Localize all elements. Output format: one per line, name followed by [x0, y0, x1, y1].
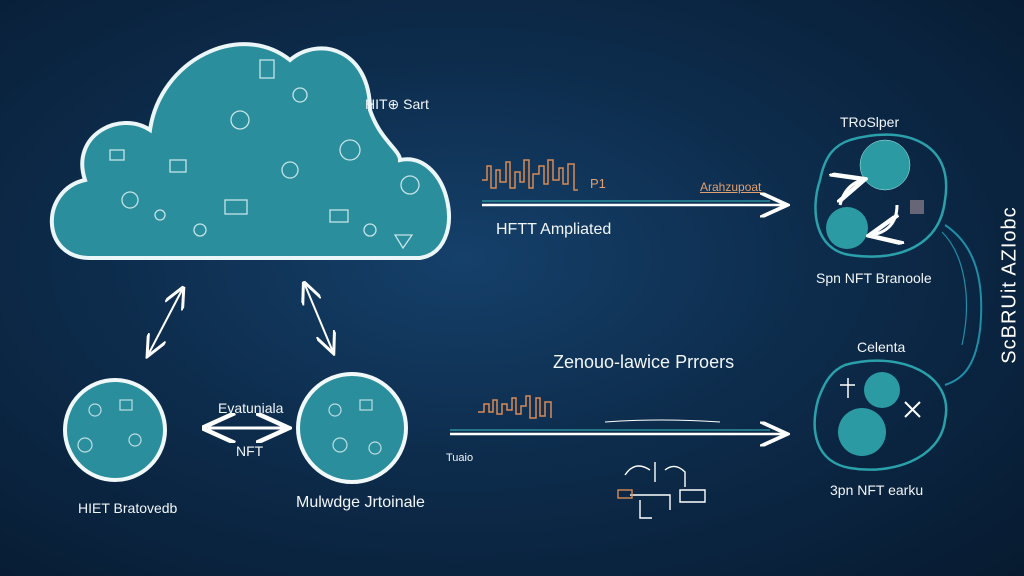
right-top-sphere-1 [859, 139, 911, 191]
exchange-label-bottom: NFT [236, 443, 264, 459]
top-flow-upper-label: Arahzupoat [700, 180, 762, 194]
connector-curve-2 [941, 231, 967, 346]
exchange-label-top: Evatuniala [218, 400, 284, 416]
middle-node-label: Mulwdge Jrtoinale [296, 494, 425, 511]
cross-icon [904, 401, 921, 418]
right-bottom-caption: 3pn NFT earku [830, 482, 924, 498]
right-bottom-sphere-2 [838, 408, 886, 456]
process-sketch-icon [617, 462, 706, 519]
cycle-arrow-2 [872, 204, 897, 235]
top-flow-p-label: P1 [590, 176, 606, 191]
bottom-signal-wave [478, 395, 552, 419]
arrow-cloud-left [148, 290, 182, 355]
left-node-label: HIET Bratovedb [78, 500, 178, 516]
node-icons [77, 399, 382, 455]
middle-node-circle [296, 372, 408, 484]
right-bottom-blob [813, 359, 948, 471]
side-vertical-label: ScBRUit AZIobc [998, 206, 1021, 364]
top-signal-wave [482, 159, 578, 191]
cloud-label: HIT⊕ Sart [365, 96, 429, 112]
bottom-flow-title: Zenouo-lawice Prroers [553, 352, 735, 372]
bottom-dots-line [604, 419, 721, 423]
bottom-flow-label: Tuaio [446, 452, 474, 464]
cycle-arrow-1 [840, 180, 862, 206]
left-node-circle [63, 378, 167, 482]
chip-icon [910, 200, 924, 214]
cloud-icons [109, 59, 420, 250]
plus-sketch-icon [840, 378, 855, 398]
arrow-cloud-middle [305, 285, 333, 352]
right-top-sphere-2 [826, 207, 868, 249]
connector-curve [944, 224, 983, 386]
right-bottom-title: Celenta [857, 339, 906, 355]
cloud-shape [49, 42, 451, 260]
right-top-title: TRoSlper [840, 114, 900, 130]
right-top-blob [814, 133, 948, 258]
right-bottom-sphere-1 [864, 372, 900, 408]
right-top-caption: Spn NFT Branoole [816, 270, 932, 286]
top-flow-label: HFTT Ampliated [496, 221, 612, 238]
